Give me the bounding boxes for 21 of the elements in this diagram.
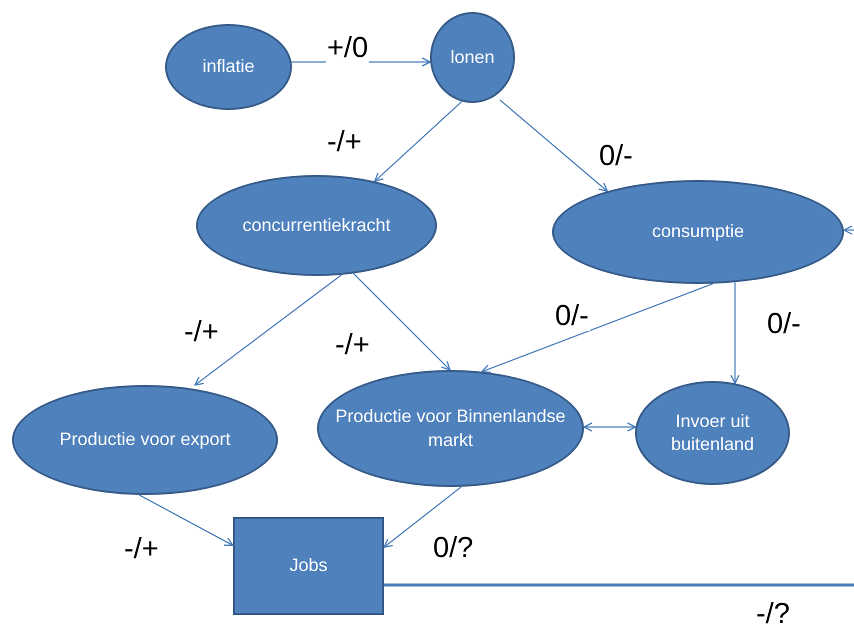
node-label: Productie voor Binnenlandse markt — [334, 405, 567, 452]
node-label: Productie voor export — [59, 428, 231, 452]
node-label: Jobs — [289, 554, 328, 578]
node-label: concurrentiekracht — [242, 214, 391, 237]
node-label: consumptie — [652, 220, 744, 244]
arrow — [730, 282, 740, 384]
node-label: Invoer uit buitenland — [670, 410, 756, 456]
arrow — [194, 274, 342, 386]
arrow — [583, 422, 636, 432]
edge-label: +/0 — [326, 34, 370, 63]
arrow — [374, 101, 462, 182]
process-box — [233, 517, 384, 615]
arrow — [843, 225, 854, 235]
edge-label: 0/- — [554, 302, 590, 331]
arrow — [138, 494, 234, 546]
node-label: inflatie — [202, 55, 255, 78]
node-label: lonen — [450, 46, 495, 69]
connector-line — [384, 584, 854, 586]
arrow — [353, 273, 451, 371]
arrow — [500, 100, 608, 192]
arrow — [383, 486, 462, 548]
